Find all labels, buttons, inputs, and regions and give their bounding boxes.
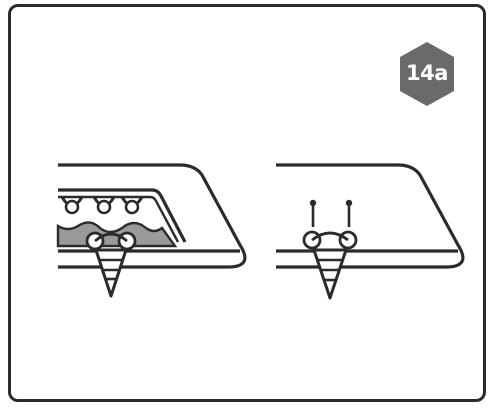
topper-inner-line [58, 195, 180, 243]
step-number: 14a [406, 61, 448, 85]
tack-point-icon [94, 248, 128, 298]
mattress-outline-after [276, 163, 465, 269]
tack-point-after-icon [312, 248, 348, 300]
figure-after [276, 163, 465, 300]
scallop-bead-icon [64, 199, 80, 215]
hexagon-badge-icon [400, 42, 454, 106]
topper-outline [58, 188, 187, 243]
figure-before [56, 163, 247, 298]
step-badge: 14a [398, 41, 456, 107]
mattress-outline [58, 163, 247, 269]
scallop-bead-icon [96, 199, 112, 215]
scallop-bead-icon [124, 199, 140, 215]
